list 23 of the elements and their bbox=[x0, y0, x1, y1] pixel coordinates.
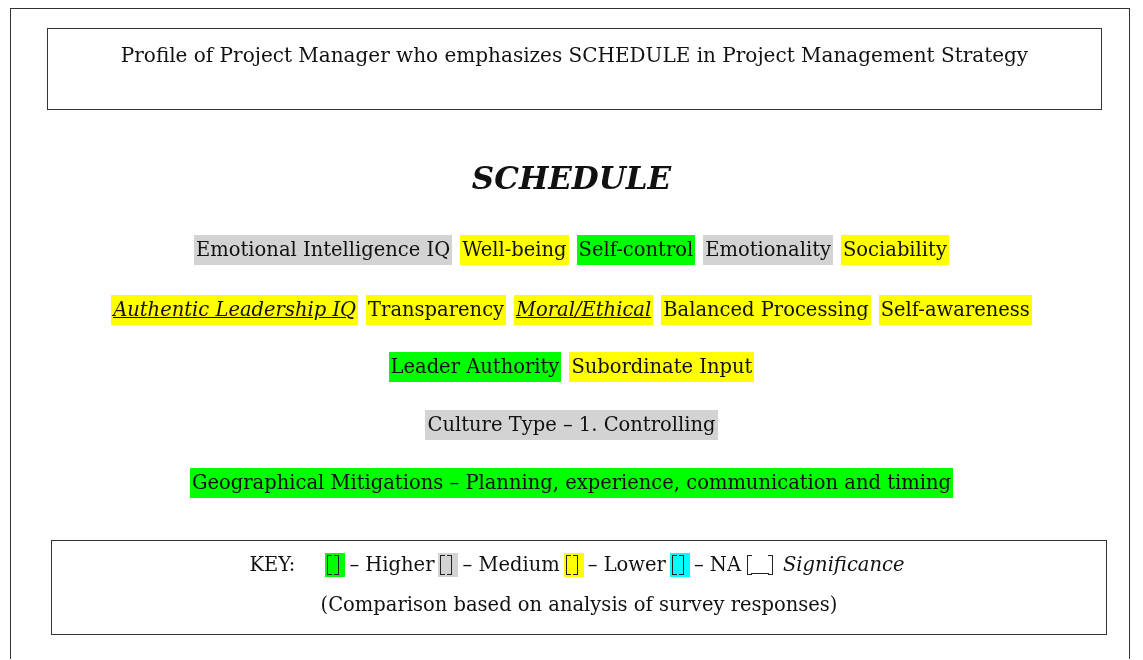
legend-label: – Higher bbox=[349, 553, 435, 576]
highlighted-term: Well-being bbox=[460, 235, 569, 265]
highlighted-term: Transparency bbox=[366, 295, 507, 325]
title-box: Profile of Project Manager who emphasizes SCHEDULE in Project Management Strategy bbox=[47, 28, 1102, 110]
highlighted-term: Moral/Ethical bbox=[514, 295, 654, 325]
highlighted-term: Emotionality bbox=[703, 235, 833, 265]
note: (Comparison based on analysis of survey responses) bbox=[319, 593, 839, 616]
highlighted-term: Culture Type – 1. Controlling bbox=[425, 410, 718, 440]
legend-label: Significance bbox=[783, 553, 905, 576]
highlighted-term: Geographical Mitigations – Planning, experience, communication and timing bbox=[189, 468, 954, 498]
highlighted-term: Self-awareness bbox=[878, 295, 1032, 325]
legend-label: – Medium bbox=[462, 553, 560, 576]
legend-label: – NA bbox=[693, 553, 741, 576]
highlighted-term: Authentic Leadership IQ bbox=[111, 295, 359, 325]
legend-label: – Lower bbox=[587, 553, 666, 576]
highlighted-term: Leader Authority bbox=[388, 352, 562, 382]
highlighted-term: Sociability bbox=[841, 235, 949, 265]
highlighted-term: Self-control bbox=[576, 235, 696, 265]
key-heading: KEY: bbox=[249, 553, 296, 576]
highlighted-term: Balanced Processing bbox=[661, 295, 871, 325]
highlighted-term: Subordinate Input bbox=[569, 352, 755, 382]
heading: SCHEDULE bbox=[470, 160, 673, 196]
highlighted-term: Emotional Intelligence IQ bbox=[194, 235, 453, 265]
